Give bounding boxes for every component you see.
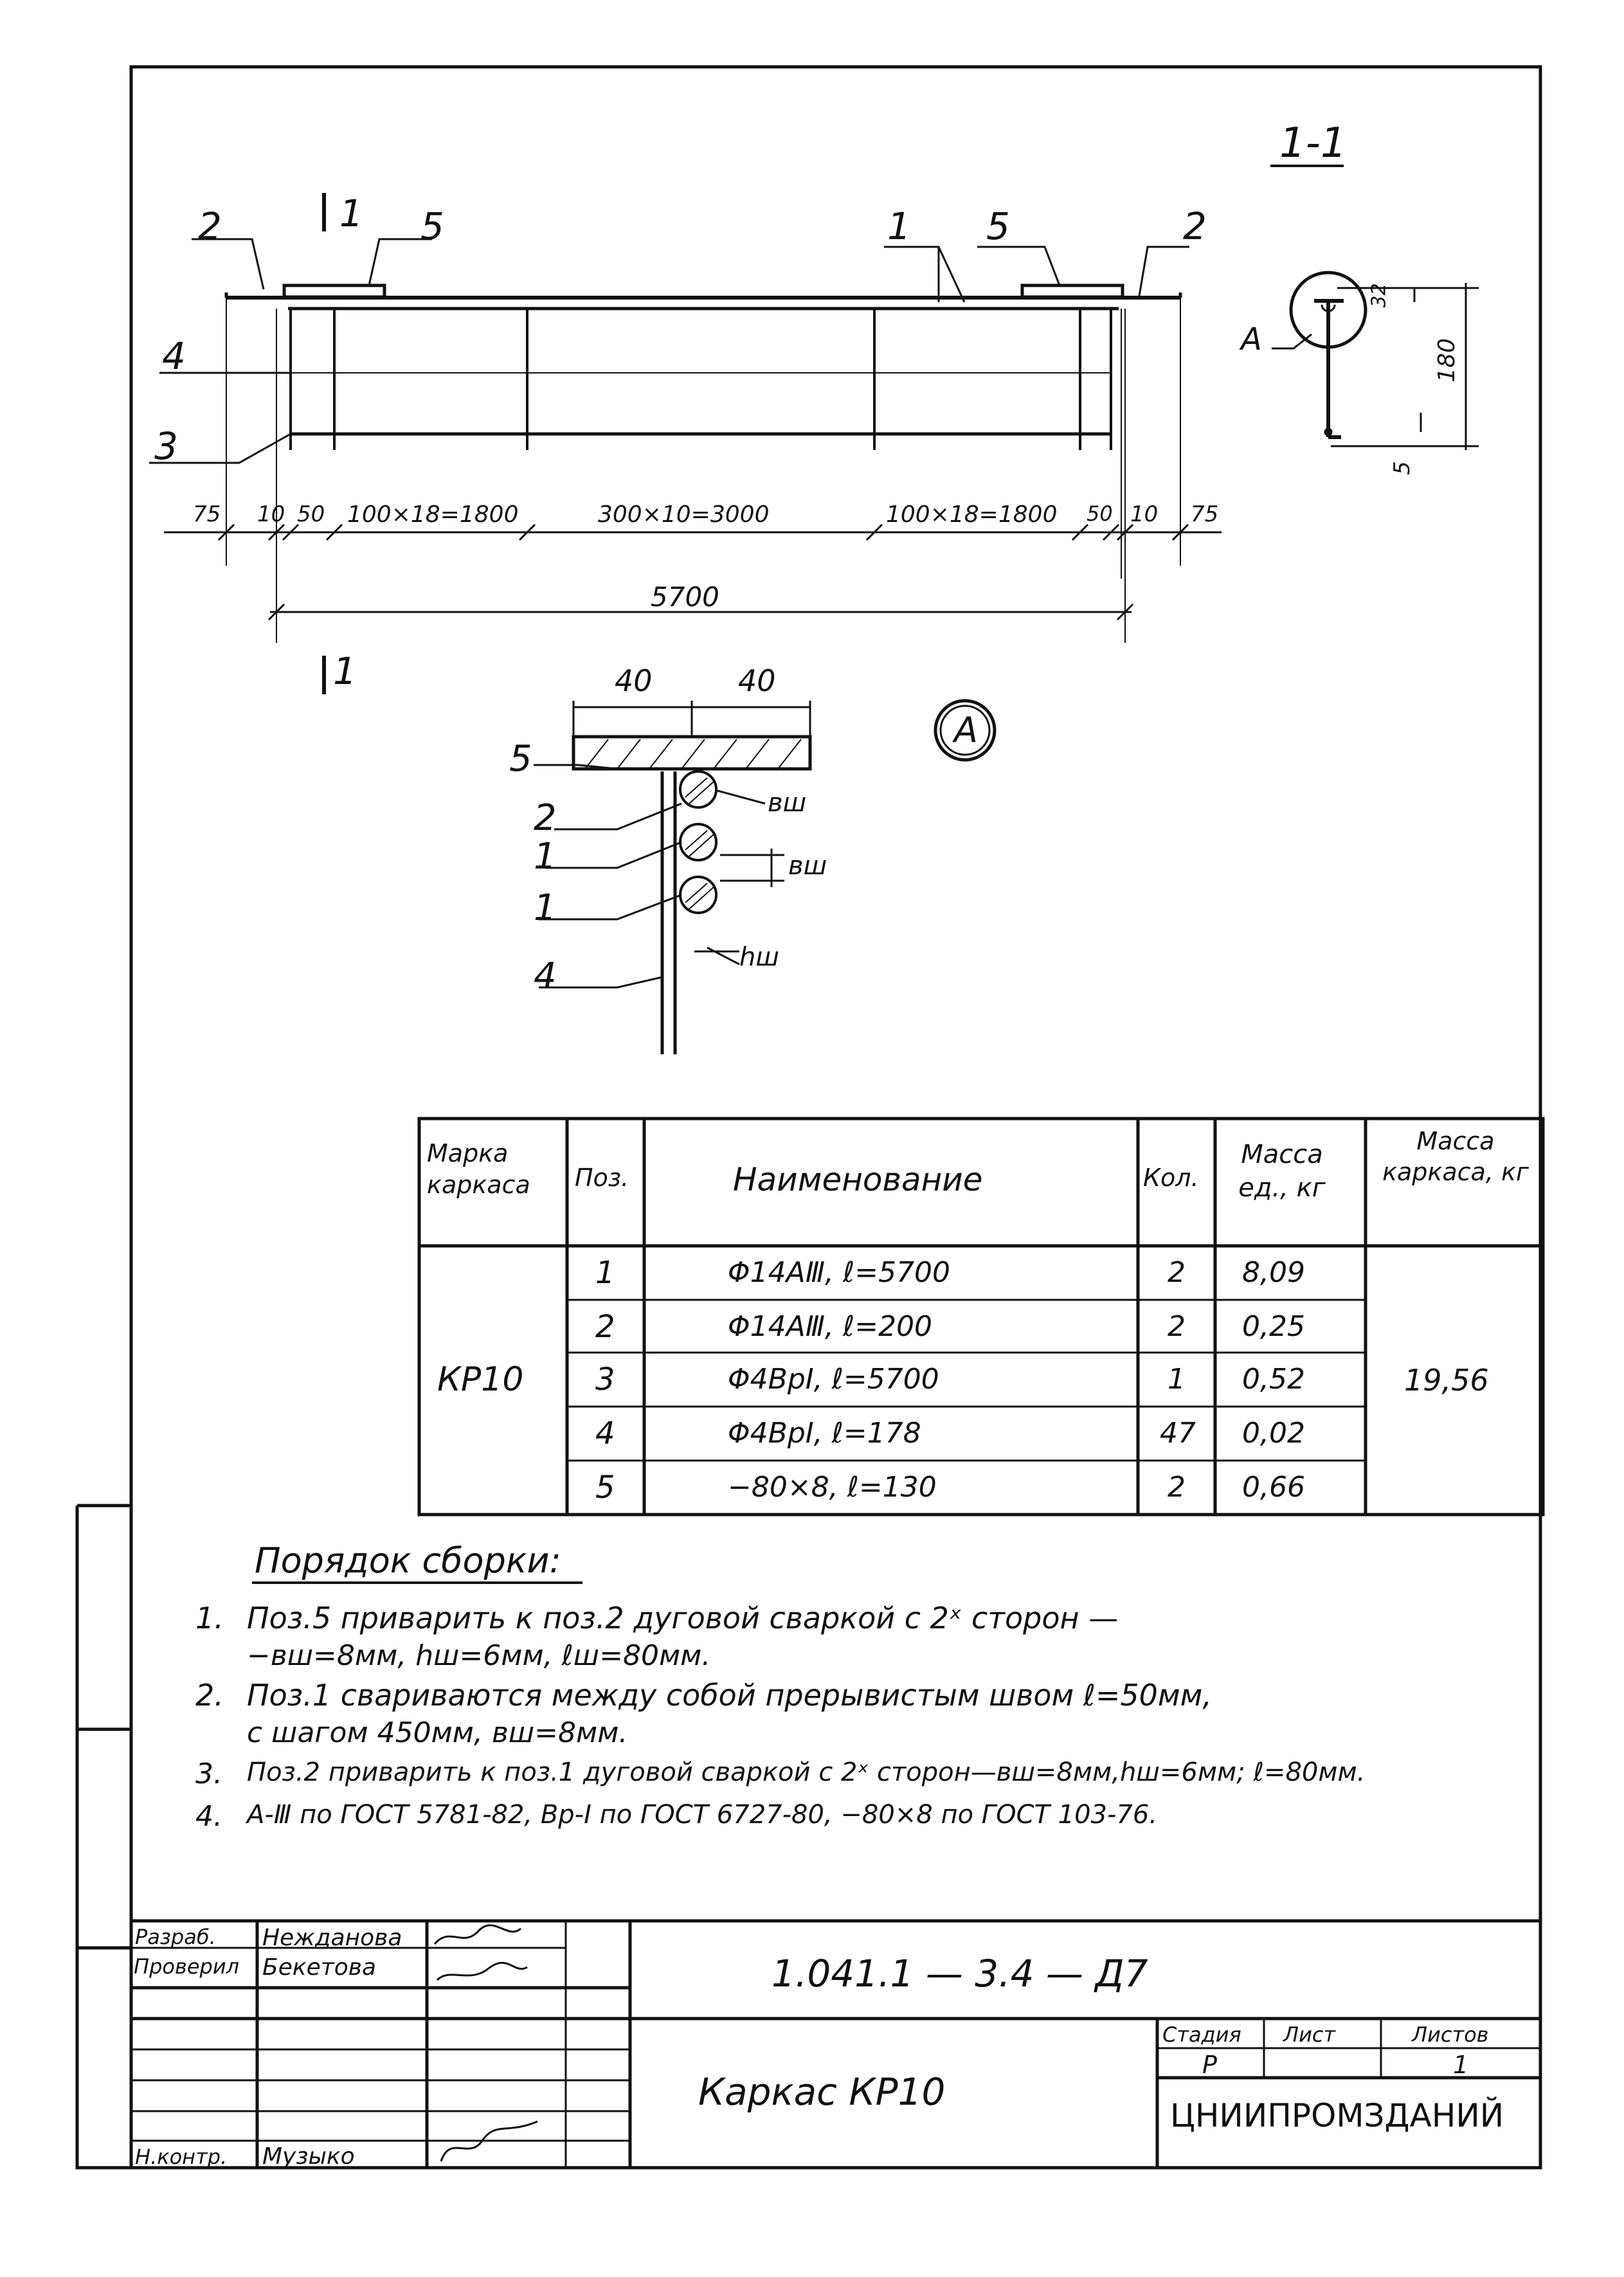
pos-label-3: 3 (154, 424, 178, 468)
pos-label-5-left: 5 (420, 204, 444, 248)
row-mass: 0,02 (1242, 1417, 1305, 1450)
pos-label-2-left: 2 (198, 204, 222, 248)
note-number: 1. (195, 1601, 224, 1635)
dim-10-left: 10 (257, 501, 285, 527)
document-code: 1.041.1 — 3.4 — Д7 (771, 1952, 1148, 1995)
row-mass: 0,25 (1242, 1310, 1305, 1343)
cut-mark-top: 1 (339, 192, 363, 235)
drawing-title: Каркас КР10 (698, 2070, 946, 2114)
pos-label-4: 4 (162, 334, 186, 378)
name-checker: Бекетова (262, 1954, 377, 1981)
note-text: Поз.2 приварить к поз.1 дуговой сваркой … (247, 1758, 1366, 1787)
table-total-mass: 19,56 (1404, 1363, 1489, 1398)
table-mark: КР10 (437, 1360, 524, 1399)
weld-height: hш (739, 942, 779, 972)
frame-elevation (149, 193, 1222, 694)
stage-value: Р (1202, 2051, 1217, 2079)
spec-table-grid (417, 1117, 1545, 1516)
dim-50-left: 50 (297, 501, 325, 527)
note-continuation: −вш=8мм, hш=6мм, ℓш=80мм. (247, 1639, 711, 1672)
dim-40-right: 40 (738, 663, 776, 698)
note-text: Поз.1 свариваются между собой прерывисты… (247, 1678, 1212, 1713)
row-name: Φ4ВрI, ℓ=178 (728, 1417, 921, 1450)
dim-total: 5700 (651, 581, 719, 613)
row-qty: 2 (1168, 1256, 1186, 1289)
stage-label: Стадия (1162, 2022, 1241, 2047)
dim-10-right: 10 (1130, 501, 1159, 527)
row-name: Φ14АⅢ, ℓ=5700 (728, 1256, 951, 1289)
detail-pos-2: 2 (534, 797, 557, 839)
table-header-mark: Марка каркаса (427, 1139, 530, 1200)
table-row: 4 Φ4ВрI, ℓ=178 47 0,02 (567, 1407, 1366, 1461)
title-block-grid (131, 1919, 1540, 2168)
row-qty: 47 (1160, 1417, 1196, 1450)
row-qty: 2 (1168, 1310, 1186, 1343)
sheets-value: 1 (1453, 2051, 1469, 2079)
note-number: 3. (195, 1758, 222, 1790)
name-norm-control: Музыко (262, 2143, 355, 2170)
note-text: А-Ⅲ по ГОСТ 5781-82, Вр-I по ГОСТ 6727-8… (247, 1800, 1158, 1830)
cut-mark-bottom: 1 (333, 649, 357, 693)
detail-A (534, 699, 997, 1054)
row-qty: 2 (1168, 1471, 1186, 1504)
row-pos: 4 (595, 1416, 615, 1452)
section-label: 1-1 (1279, 120, 1347, 167)
dim-3000: 300×10=3000 (598, 501, 770, 528)
table-row: 3 Φ4ВрI, ℓ=5700 1 0,52 (567, 1353, 1366, 1407)
weld-width-1: вш (768, 788, 807, 818)
row-pos: 3 (595, 1362, 615, 1398)
pos-label-2-right: 2 (1183, 204, 1207, 248)
sheet-label: Лист (1283, 2022, 1336, 2047)
note-number: 4. (195, 1800, 222, 1833)
organization: ЦНИИПРОМЗДАНИЙ (1170, 2097, 1504, 2134)
table-header-name: Наименование (733, 1161, 983, 1198)
table-header-pos: Поз. (575, 1164, 629, 1192)
row-mass: 0,66 (1242, 1471, 1305, 1504)
note-continuation: с шагом 450мм, вш=8мм. (247, 1716, 628, 1749)
weld-width-2: вш (788, 851, 827, 881)
role-developer: Разраб. (135, 1925, 216, 1949)
sheets-label: Листов (1412, 2022, 1489, 2047)
detail-pos-4: 4 (534, 955, 557, 997)
row-pos: 5 (595, 1470, 615, 1506)
table-row: 5 −80×8, ℓ=130 2 0,66 (567, 1461, 1366, 1515)
row-mass: 0,52 (1242, 1363, 1305, 1396)
dim-50-right: 50 (1087, 501, 1113, 526)
role-checker: Проверил (134, 1954, 240, 1979)
pos-label-1: 1 (887, 204, 911, 248)
role-norm-control: Н.контр. (135, 2145, 228, 2169)
pos-label-5-right: 5 (986, 204, 1010, 248)
row-name: Φ4ВрI, ℓ=5700 (728, 1363, 939, 1396)
dim-75-right: 75 (1191, 501, 1219, 527)
callout-A: А (1241, 321, 1262, 357)
table-header-frame-mass: Масса каркаса, кг (1382, 1127, 1529, 1186)
row-qty: 1 (1168, 1363, 1186, 1396)
dim-180: 180 (1433, 338, 1460, 382)
table-row: 1 Φ14АⅢ, ℓ=5700 2 8,09 (567, 1246, 1366, 1300)
detail-marker: А (954, 710, 978, 750)
detail-pos-1b: 1 (534, 887, 557, 929)
row-mass: 8,09 (1242, 1256, 1305, 1289)
notes-title: Порядок сборки: (255, 1540, 561, 1581)
note-number: 2. (195, 1678, 224, 1713)
note-text: Поз.5 приварить к поз.2 дуговой сваркой … (247, 1601, 1119, 1635)
table-header-qty: Кол. (1143, 1164, 1199, 1192)
dim-5: 5 (1389, 461, 1415, 475)
dim-75-left: 75 (193, 501, 221, 527)
row-pos: 1 (595, 1255, 615, 1291)
row-pos: 2 (595, 1309, 615, 1345)
name-developer: Нежданова (262, 1925, 402, 1951)
section-1-1 (1270, 165, 1479, 450)
dim-1800-left: 100×18=1800 (347, 501, 519, 528)
dim-32: 32 (1367, 283, 1391, 308)
row-name: Φ14АⅢ, ℓ=200 (728, 1310, 933, 1343)
detail-pos-1a: 1 (534, 836, 557, 878)
row-name: −80×8, ℓ=130 (728, 1471, 937, 1504)
table-row: 2 Φ14АⅢ, ℓ=200 2 0,25 (567, 1300, 1366, 1354)
dim-40-left: 40 (615, 663, 653, 698)
dim-1800-right: 100×18=1800 (886, 501, 1058, 528)
table-header-unit-mass: Масса ед., кг (1238, 1140, 1326, 1203)
detail-pos-5: 5 (509, 738, 532, 780)
